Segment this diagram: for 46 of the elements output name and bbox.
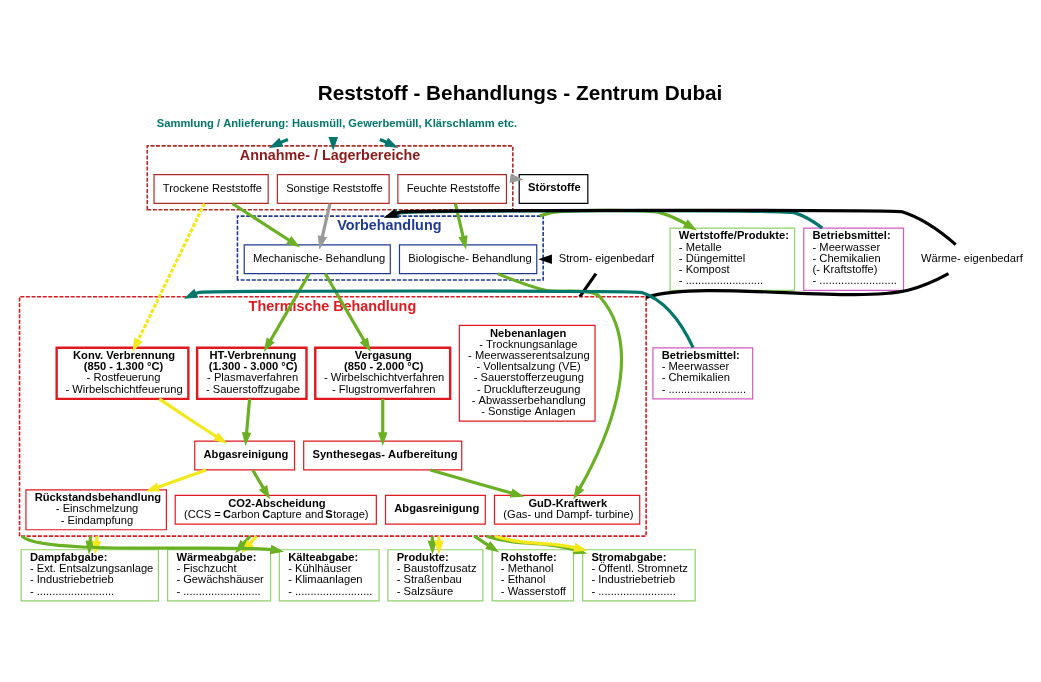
node-box: Vergasung (850 - 2.000 °C) - Wirbelschichtverfahren - Flugstromverfahren	[314, 346, 452, 401]
node-box: Wertstoffe/Produkte: - Metalle - Düngemittel - Kompost - .........................	[669, 227, 796, 291]
node-box: Sonstige Reststoffe	[276, 174, 390, 204]
node-box: Biologische- Behandlung	[398, 244, 538, 275]
node-box: Mechanische- Behandlung	[243, 244, 391, 275]
node-box: Abgasreinigung	[194, 440, 296, 471]
connector	[578, 272, 598, 298]
node-box: Abgasreinigung	[384, 494, 486, 525]
arrow	[263, 272, 311, 352]
diagram-title: Reststoff - Behandlungs - Zentrum Dubai	[317, 81, 723, 105]
arrow	[317, 203, 332, 250]
arrow	[377, 398, 388, 446]
node-box: Synthesegas- Aufbereitung	[303, 440, 463, 471]
arrow	[430, 468, 525, 498]
arrow	[132, 202, 206, 352]
node-box: GuD-Kraftwerk (Gas- und Dampf- turbine)	[493, 494, 641, 525]
node-box: Trockene Reststoffe	[153, 174, 269, 204]
arrow	[453, 203, 468, 250]
arrow	[251, 469, 270, 500]
connector	[645, 272, 950, 299]
arrow	[434, 536, 444, 555]
node-box: CO2-Abscheidung (CCS = Carbon Capture and Storage)	[174, 494, 377, 525]
arrow	[323, 272, 371, 352]
node-box: Dampfabgabe: - Ext. Entsalzungsanlage - Industriebetrieb - .........................	[20, 549, 160, 602]
node-box: HT-Verbrennung (1.300 - 3.000 °C) - Plasmaverfahren - Sauerstoffzugabe	[195, 346, 308, 401]
node-box: Nebenanlagen - Trocknungsanlage - Meerwasserentsalzung - Vollentsalzung (VE) - Sauerstofferzeugung - Drucklufterzeugung - Abwasserbehandlung - Sonstige Anlagen	[458, 324, 596, 422]
node-box: Betriebsmittel: - Meerwasser - Chemikalien - .........................	[652, 347, 754, 400]
arrow	[241, 398, 252, 446]
node-box: Störstoffe	[518, 174, 589, 204]
node-box: Stromabgabe: - Öffentl. Stromnetz - Industriebetrieb - .........................	[582, 549, 696, 602]
arrow	[497, 272, 623, 500]
node-box: Produkte: - Baustoffzusatz - Straßenbau - Salzsäure	[387, 549, 484, 602]
node-box: Betriebsmittel: - Meerwasser - Chemikalien (- Kraftstoffe) - .........................	[803, 227, 905, 291]
node-box: Rückstandsbehandlung - Einschmelzung - Eindampfung	[25, 489, 167, 531]
node-box: Rohstoffe: - Methanol - Ethanol - Wasserstoff	[491, 549, 575, 602]
node-text: Strom- eigenbedarf	[558, 252, 655, 265]
arrow	[92, 536, 102, 555]
node-box: Wärmeabgabe: - Fischzucht - Gewächshäuser - .........................	[167, 549, 272, 602]
node-box: Kälteabgabe: - Kühlhäuser - Klimaanlagen - .........................	[278, 549, 380, 602]
arrow	[145, 468, 207, 492]
node-box: Feuchte Reststoffe	[397, 174, 508, 204]
arrow	[158, 397, 228, 444]
node-text: Wärme- eigenbedarf	[921, 252, 1023, 265]
arrow	[183, 288, 695, 349]
node-box: Konv. Verbrennung (850 - 1.300 °C) - Rostfeuerung - Wirbelschichtfeuerung	[55, 346, 190, 401]
node-text: Sammlung / Anlieferung: Hausmüll, Gewerbemüll, Klärschlamm etc.	[156, 117, 518, 130]
